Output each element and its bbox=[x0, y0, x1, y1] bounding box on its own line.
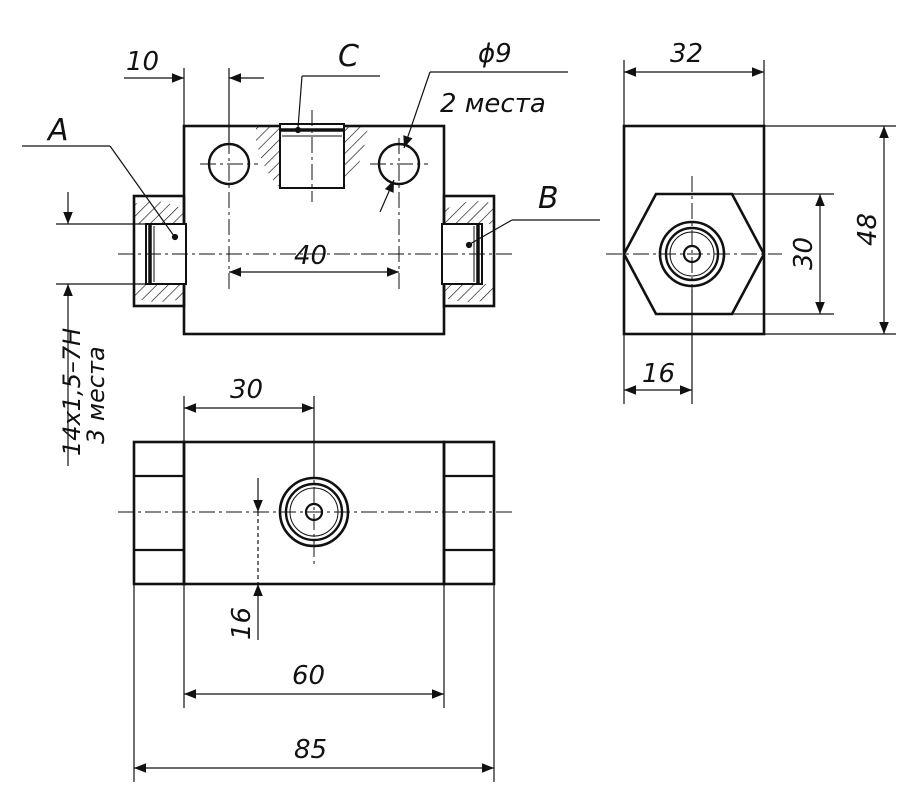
leader-a bbox=[22, 145, 179, 241]
dim-hole-count-text: 2 места bbox=[440, 89, 546, 119]
dim-top-body-length bbox=[183, 584, 445, 708]
dim-hole-spacing-text: 10 bbox=[126, 47, 159, 77]
top-left-hex bbox=[132, 440, 186, 586]
thread-count-text: 3 места bbox=[82, 346, 110, 444]
dim-side-offset-text: 16 bbox=[642, 359, 675, 389]
dim-hex-size bbox=[732, 193, 834, 315]
front-center-lines bbox=[118, 110, 512, 290]
dim-hole-diameter-text: ϕ9 bbox=[478, 39, 512, 69]
section-hatching bbox=[134, 126, 494, 302]
thread-spec-text: 14x1,5–7H bbox=[58, 328, 86, 456]
side-center-lines bbox=[606, 176, 782, 330]
dim-top-overall-length bbox=[133, 584, 495, 782]
dim-side-width bbox=[623, 60, 765, 126]
dim-thread bbox=[56, 192, 146, 466]
label-a: A bbox=[46, 113, 69, 148]
port-c-thread bbox=[279, 123, 345, 189]
side-view bbox=[606, 60, 896, 404]
dim-side-height-text: 48 bbox=[853, 213, 883, 246]
dim-side-width-text: 32 bbox=[670, 39, 703, 69]
dim-side-offset bbox=[623, 290, 693, 404]
top-center-lines bbox=[118, 460, 512, 568]
side-body-outline bbox=[622, 124, 766, 336]
front-view bbox=[22, 68, 600, 466]
dim-side-height bbox=[764, 125, 896, 335]
hex-flats bbox=[134, 474, 494, 552]
leader-c bbox=[294, 75, 380, 134]
dim-top-port-pos bbox=[183, 396, 315, 478]
top-view bbox=[118, 396, 512, 782]
label-b: B bbox=[538, 181, 559, 216]
dim-hex-size-text: 30 bbox=[789, 237, 819, 270]
leader-hole-diameter bbox=[379, 71, 568, 213]
dim-top-port-offset-text: 16 bbox=[227, 607, 257, 640]
leader-b bbox=[465, 219, 600, 249]
label-c: C bbox=[338, 39, 359, 74]
dim-top-overall-length-text: 85 bbox=[294, 735, 327, 765]
dim-center-span-text: 40 bbox=[294, 241, 327, 271]
top-right-hex bbox=[442, 440, 496, 586]
dim-top-port-pos-text: 30 bbox=[230, 375, 263, 405]
dim-hole-spacing bbox=[124, 68, 264, 142]
dim-top-body-length-text: 60 bbox=[292, 661, 325, 691]
